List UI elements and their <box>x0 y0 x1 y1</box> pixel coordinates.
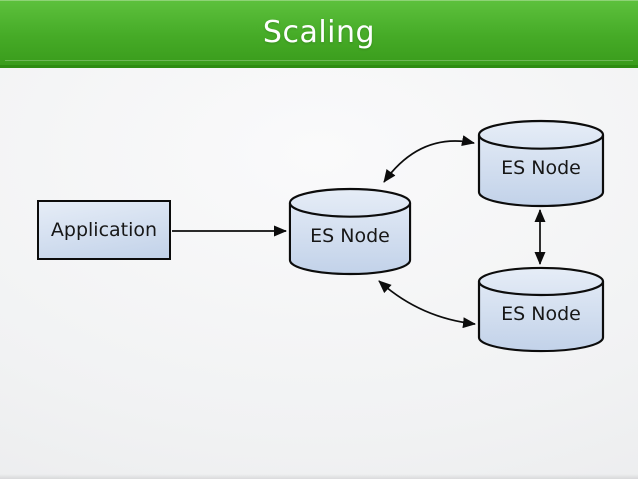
node-es-center-label: ES Node <box>310 225 390 247</box>
edge-center-node-to-top-right-node <box>383 135 475 183</box>
database-cylinder-icon <box>477 266 605 353</box>
database-cylinder-icon <box>288 187 412 276</box>
slide-title: Scaling <box>262 15 376 50</box>
edge-center-node-to-bottom-right-node <box>378 280 476 329</box>
node-es-bottom-right: ES Node <box>477 266 605 353</box>
title-bar: Scaling <box>0 0 638 68</box>
slide-bottom-edge <box>0 474 638 479</box>
node-es-top-right-label: ES Node <box>501 157 581 179</box>
node-application-label: Application <box>50 219 158 241</box>
node-es-bottom-right-label: ES Node <box>501 303 581 325</box>
database-cylinder-icon <box>477 119 605 208</box>
node-es-center: ES Node <box>288 187 412 276</box>
node-es-top-right: ES Node <box>477 119 605 208</box>
node-application: Application <box>37 200 171 260</box>
